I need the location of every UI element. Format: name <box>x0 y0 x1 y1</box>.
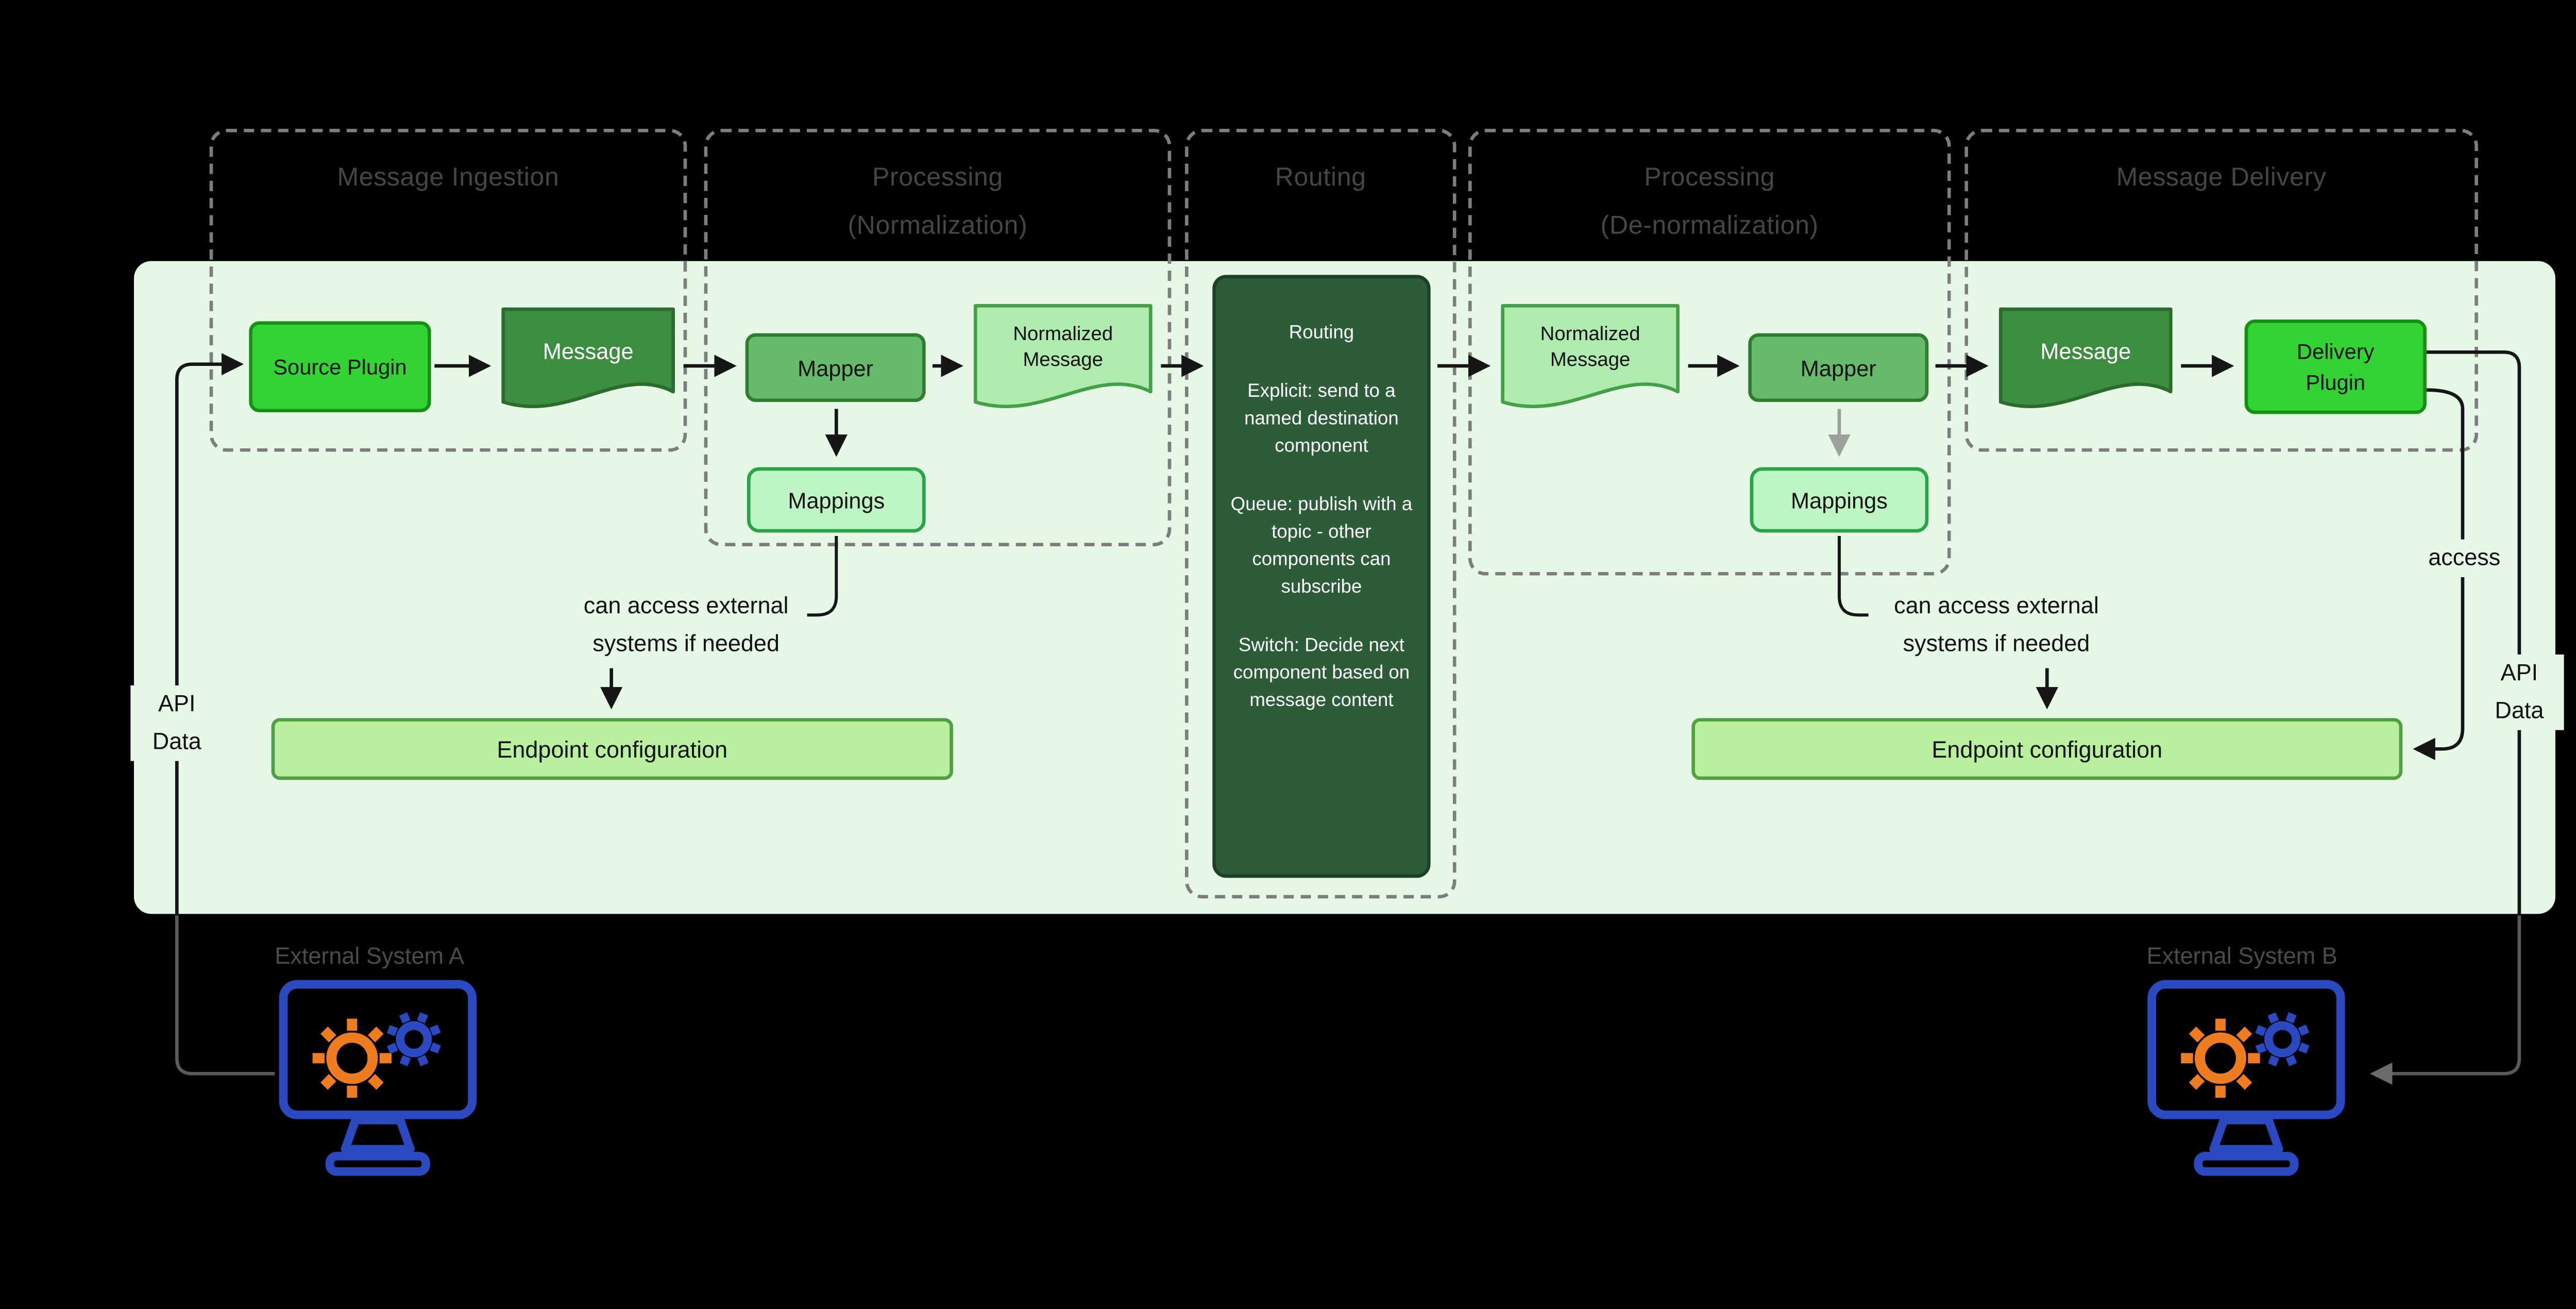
endpoint-configuration-right: Endpoint configuration <box>1691 718 2403 780</box>
message-document-left: Message <box>500 306 676 419</box>
gear-blue-icon <box>2255 1012 2310 1067</box>
document-shape <box>1998 307 2173 409</box>
stage-title: Processing(Normalization) <box>848 163 1028 241</box>
routing-rule-explicit: Explicit: send to a named destination co… <box>1244 381 1399 457</box>
stage-title: Message Ingestion <box>337 163 560 193</box>
stage-routing: Routing <box>1184 128 1456 899</box>
mappings-node-left: Mappings <box>747 467 926 533</box>
gear-orange-icon <box>312 1018 392 1098</box>
gear-orange-icon <box>2181 1018 2260 1098</box>
source-plugin-node: Source Plugin <box>249 321 431 412</box>
routing-title: Routing <box>1289 323 1354 344</box>
stage-message-delivery: Message Delivery <box>1964 128 2478 452</box>
external-system-b-icon <box>2143 976 2349 1182</box>
stage-title: Processing(De-normalization) <box>1600 163 1819 241</box>
monitor-icon <box>2147 980 2345 1176</box>
document-shape <box>973 304 1153 409</box>
document-shape <box>501 307 675 409</box>
external-system-b-label: External System B <box>2146 943 2337 969</box>
routing-node: Routing Explicit: send to a named destin… <box>1212 275 1431 878</box>
normalized-message-label: Normalized Message <box>1540 324 1640 371</box>
stage-processing-denormalization: Processing(De-normalization) <box>1468 128 1951 576</box>
stage-title: Message Delivery <box>2116 163 2327 193</box>
delivery-plugin-node: Delivery Plugin <box>2244 319 2427 414</box>
external-system-a-label: External System A <box>275 943 464 969</box>
gear-blue-icon <box>386 1012 441 1067</box>
normalized-message-document-left: Normalized Message <box>972 303 1154 419</box>
external-system-a-icon <box>275 976 481 1182</box>
routing-rule-switch: Switch: Decide next component based on m… <box>1233 635 1410 711</box>
monitor-icon <box>279 980 477 1176</box>
stage-title: Routing <box>1275 163 1366 193</box>
endpoint-configuration-left: Endpoint configuration <box>271 718 953 780</box>
message-document-right: Message <box>1997 306 2174 419</box>
document-shape <box>1501 304 1680 409</box>
stage-processing-normalization: Processing(Normalization) <box>704 128 1172 546</box>
mapper-node-left: Mapper <box>745 333 926 402</box>
mappings-node-right: Mappings <box>1750 467 1929 533</box>
routing-rule-queue: Queue: publish with a topic - other comp… <box>1230 494 1413 598</box>
normalized-message-label: Normalized Message <box>1013 324 1113 371</box>
mapper-node-right: Mapper <box>1748 333 1929 402</box>
normalized-message-document-right: Normalized Message <box>1499 303 1681 419</box>
access-label: access <box>2418 539 2511 577</box>
message-label: Message <box>2040 337 2131 363</box>
stage-message-ingestion: Message Ingestion <box>209 128 687 452</box>
message-label: Message <box>543 337 634 363</box>
